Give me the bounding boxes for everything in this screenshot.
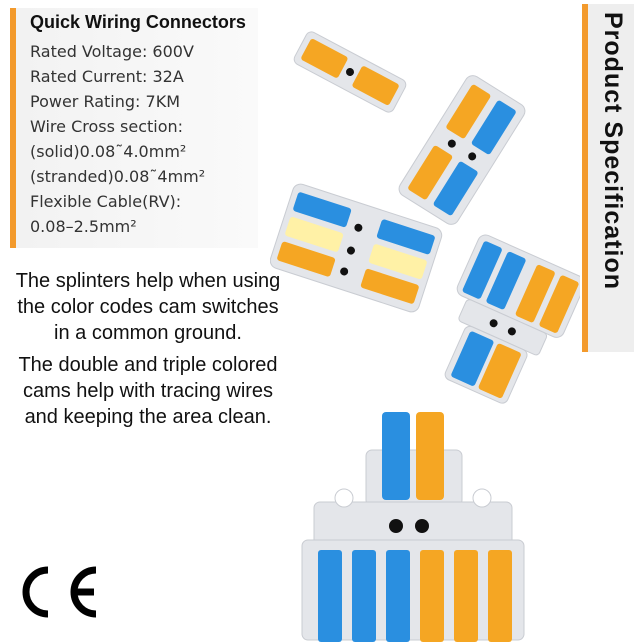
description-line: The double and triple colored [18, 354, 278, 376]
description-line: in a common ground. [54, 322, 242, 344]
spec-current: Rated Current: 32A [30, 67, 184, 86]
spec-panel: Quick Wiring Connectors Rated Voltage: 6… [10, 8, 258, 248]
description-line: the color codes cam switches [17, 296, 279, 318]
connector-product-photos [270, 31, 580, 642]
spec-solid: (solid)0.08˜4.0mm² [30, 142, 187, 161]
description-line: The splinters help when using [15, 270, 281, 292]
product-specification-tab: Product Specification [582, 4, 634, 352]
spec-flexible-range: 0.08–2.5mm² [30, 217, 137, 236]
connector-2-way [293, 31, 407, 113]
spec-power: Power Rating: 7KM [30, 92, 180, 111]
description-paragraph-2: The double and triple colored cams help … [0, 352, 296, 430]
connector-splitter-2-4 [444, 234, 580, 404]
connector-4-way [398, 75, 526, 225]
spec-voltage: Rated Voltage: 600V [30, 42, 194, 61]
spec-stranded: (stranded)0.08˜4mm² [30, 167, 206, 186]
connector-6-way [270, 183, 443, 313]
spec-wire-heading: Wire Cross section: [30, 117, 184, 136]
spec-flexible-heading: Flexible Cable(RV): [30, 192, 182, 211]
description-paragraph-1: The splinters help when using the color … [0, 268, 296, 346]
description-line: cams help with tracing wires [22, 380, 274, 402]
spec-title: Quick Wiring Connectors [30, 12, 246, 32]
description-line: and keeping the area clean. [24, 406, 272, 428]
ce-mark-icon [22, 566, 97, 618]
side-tab-label: Product Specification [599, 12, 627, 290]
connector-splitter-2-6 [301, 412, 525, 642]
